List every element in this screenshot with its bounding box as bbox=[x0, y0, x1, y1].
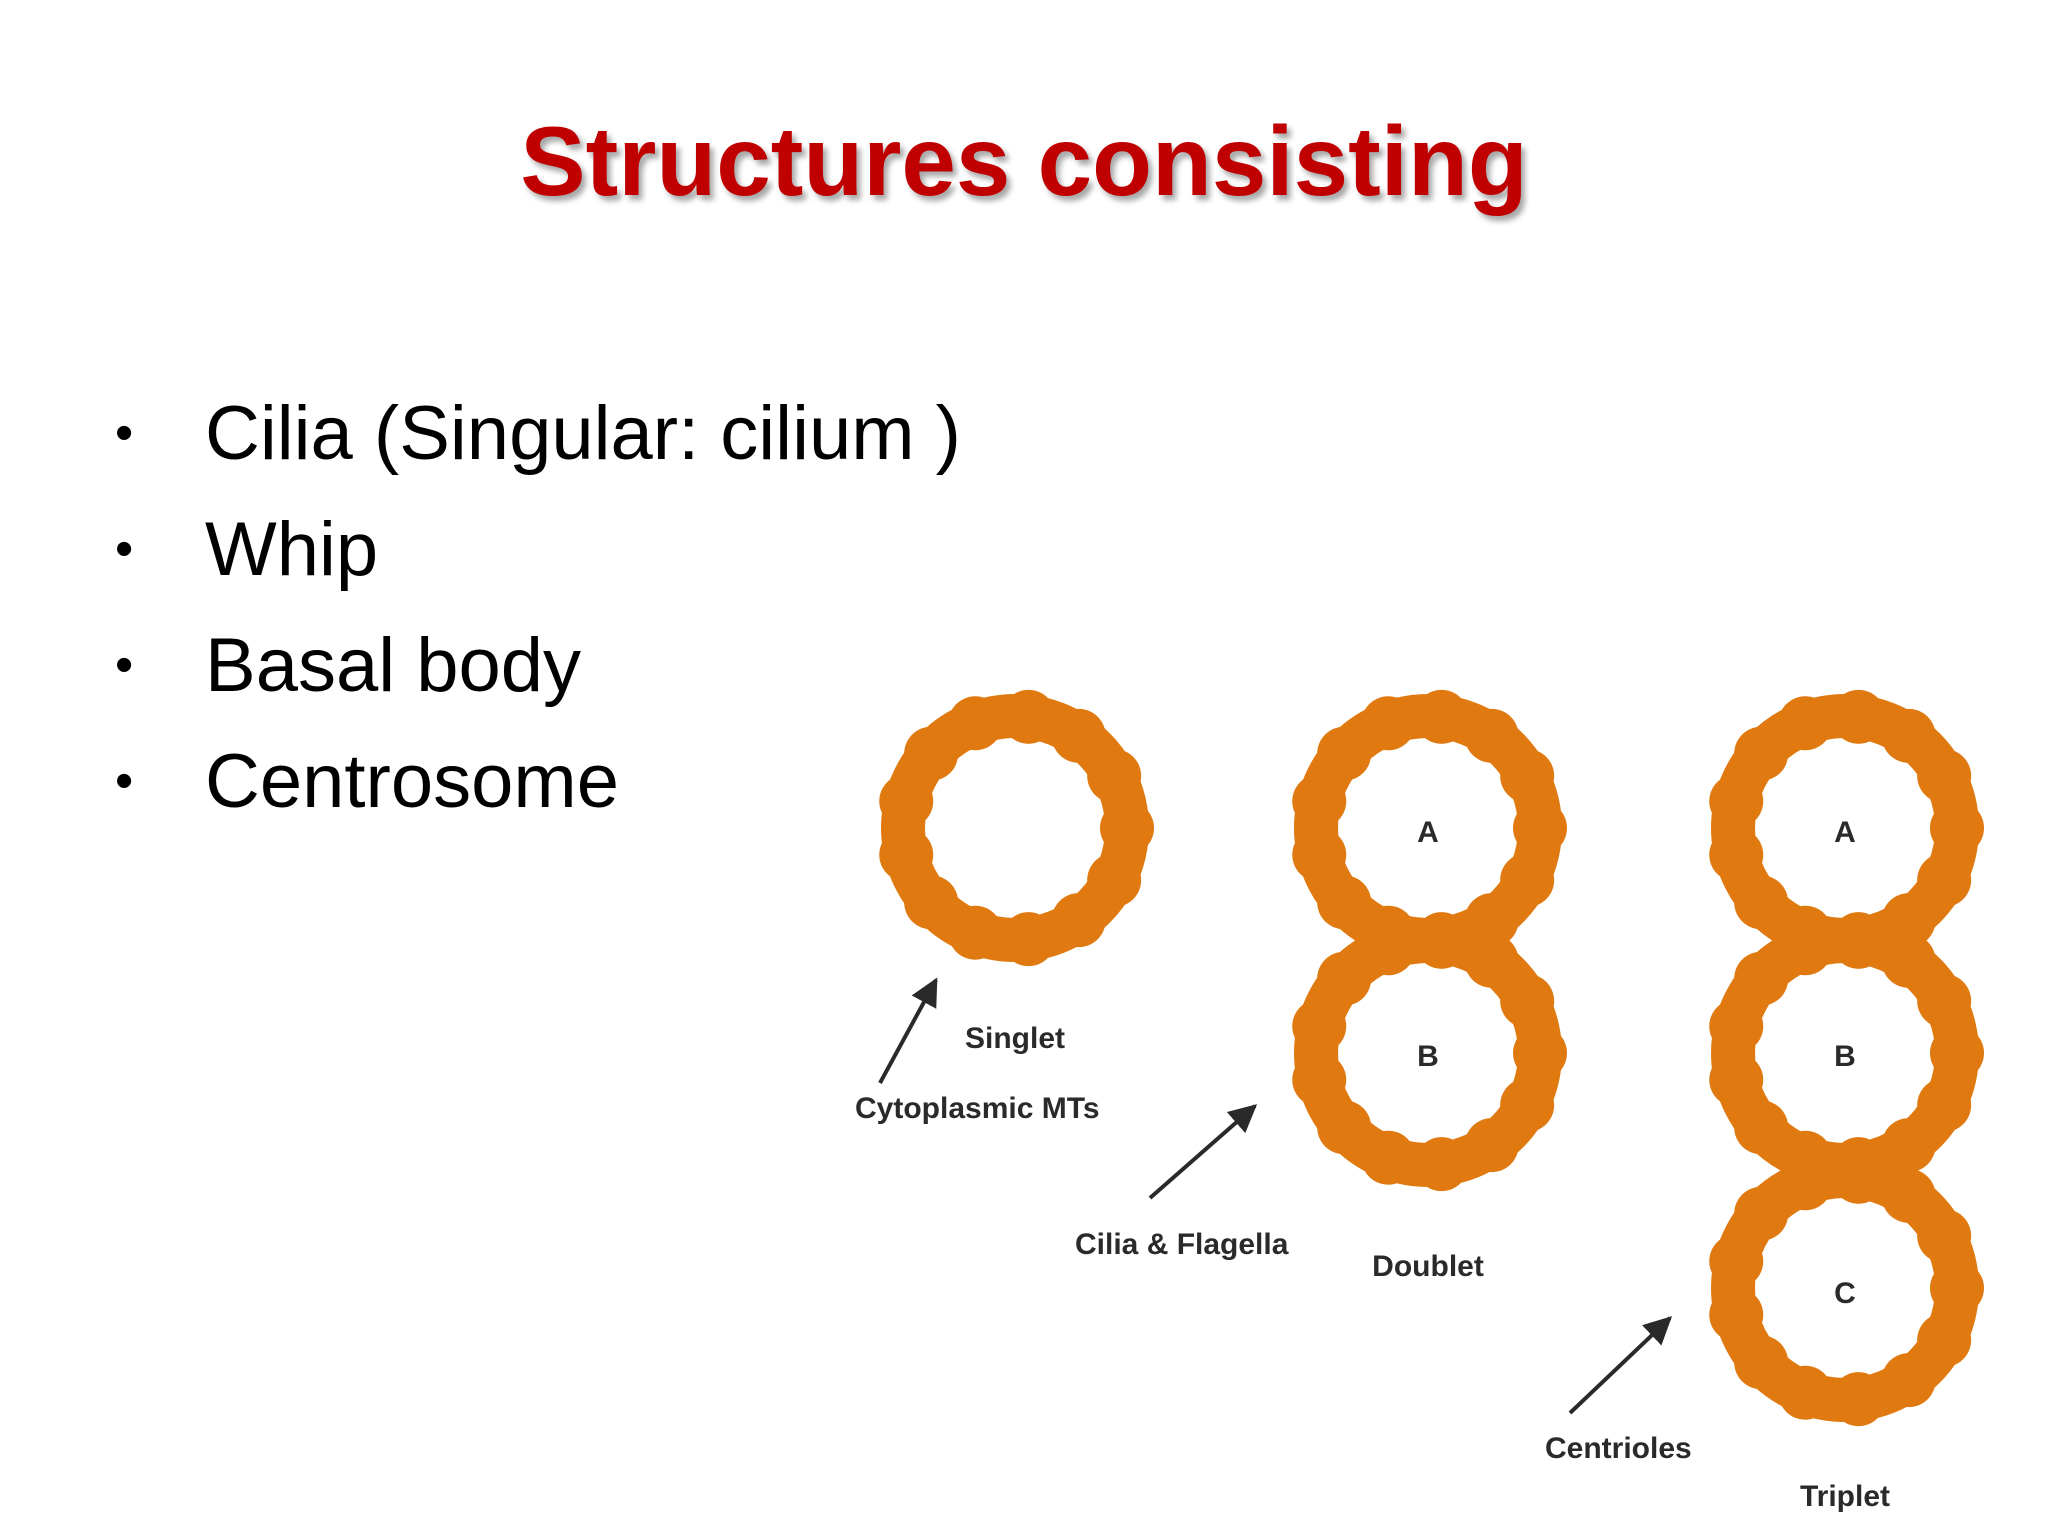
bullet-item: • Centrosome bbox=[115, 723, 961, 839]
bullet-item: • Whip bbox=[115, 491, 961, 607]
bullet-icon: • bbox=[115, 404, 134, 462]
label-doublet: Doublet bbox=[1372, 1250, 1484, 1283]
bullet-text: Whip bbox=[205, 506, 379, 592]
slide-title: Structures consisting bbox=[520, 106, 1528, 216]
microtubule-diagram: A B A B C Singlet Doublet Triplet Cytopl… bbox=[850, 628, 2020, 1523]
label-singlet: Singlet bbox=[965, 1022, 1065, 1055]
arrow-centrioles bbox=[1568, 1316, 1673, 1415]
bullet-item: • Basal body bbox=[115, 607, 961, 723]
tubule-label-triplet-c: C bbox=[1834, 1277, 1856, 1310]
arrow-cilia bbox=[1148, 1104, 1258, 1200]
label-centrioles: Centrioles bbox=[1545, 1432, 1692, 1465]
doublet-b-ring bbox=[1292, 914, 1567, 1192]
singlet-ring bbox=[879, 689, 1154, 967]
tubule-label-triplet-b: B bbox=[1834, 1040, 1856, 1073]
tubule-label-triplet-a: A bbox=[1834, 816, 1856, 849]
bullet-text: Cilia (Singular: cilium ) bbox=[205, 390, 961, 476]
bullet-icon: • bbox=[115, 636, 134, 694]
bullet-icon: • bbox=[115, 520, 134, 578]
tubule-label-doublet-b: B bbox=[1417, 1040, 1439, 1073]
bullet-icon: • bbox=[115, 752, 134, 810]
bullet-item: • Cilia (Singular: cilium ) bbox=[115, 375, 961, 491]
label-triplet: Triplet bbox=[1800, 1480, 1890, 1513]
bullet-list: • Cilia (Singular: cilium ) • Whip • Basal … bbox=[115, 375, 961, 839]
arrow-cytoplasmic bbox=[878, 977, 938, 1084]
label-cytoplasmic-mts: Cytoplasmic MTs bbox=[855, 1092, 1100, 1125]
bullet-text: Centrosome bbox=[205, 738, 619, 824]
bullet-text: Basal body bbox=[205, 622, 582, 708]
tubule-label-doublet-a: A bbox=[1417, 816, 1439, 849]
label-cilia-flagella: Cilia & Flagella bbox=[1075, 1228, 1289, 1261]
triplet-c-ring bbox=[1709, 1149, 1984, 1427]
tubule-rings bbox=[879, 689, 1984, 1427]
